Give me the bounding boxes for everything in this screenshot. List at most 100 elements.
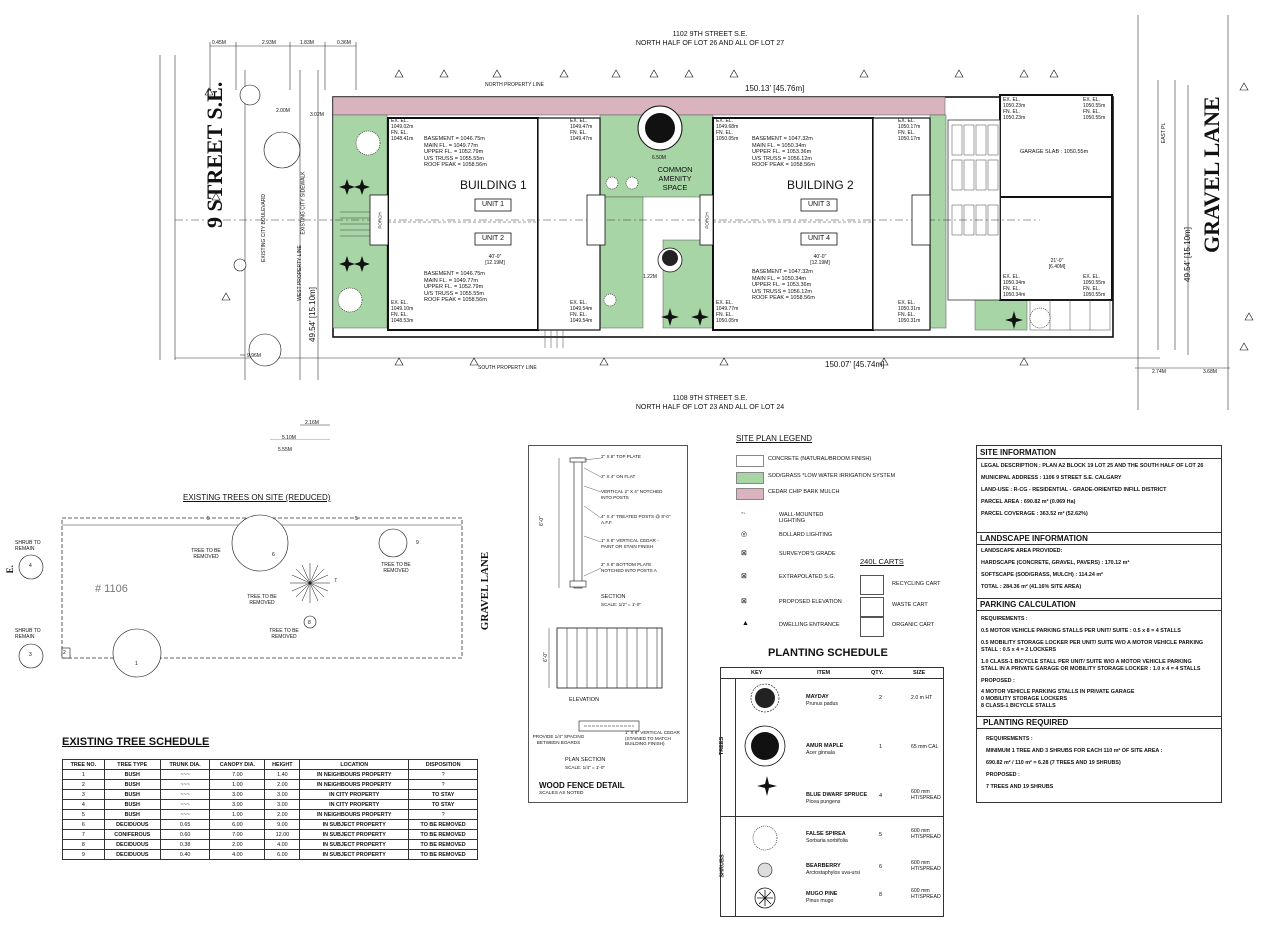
- dim-b2: 5.10M: [282, 435, 296, 441]
- cell: 4.00: [264, 839, 301, 850]
- tree-removed-9: TREE TO BE REMOVED: [381, 562, 411, 574]
- surveyor-grade-icon: ⊠: [741, 550, 747, 557]
- parking-l2b: STALL : 0.5 x 4 = 2 LOCKERS: [981, 647, 1057, 653]
- site-land-use: LAND-USE : R-CG - RESIDENTIAL - GRADE-OR…: [981, 487, 1167, 493]
- dim-left-bot: 9.96M: [247, 353, 261, 359]
- unit3-label: UNIT 3: [807, 201, 831, 208]
- site-coverage: PARCEL COVERAGE : 363.52 m² (52.62%): [981, 511, 1088, 517]
- cell: ~~~: [159, 789, 211, 800]
- plant-size-4: 600 mm HT/SPREAD: [911, 828, 941, 840]
- divider: [977, 598, 1221, 599]
- cell: DECIDUOUS: [103, 819, 161, 830]
- plant-latin-5: Arctostaphylos uva-ursi: [806, 870, 860, 876]
- plant-qty-5: 6: [879, 864, 883, 870]
- waste-cart-icon: [860, 597, 884, 617]
- parking-l2a: 0.5 MOBILITY STORAGE LOCKER PER UNIT/ SU…: [981, 640, 1204, 646]
- planting-title: PLANTING SCHEDULE: [768, 647, 888, 659]
- plant-size-3: 600 mm HT/SPREAD: [911, 789, 941, 801]
- plant-name-6: MUGO PINE: [806, 891, 838, 897]
- cell: 2.00: [264, 809, 301, 820]
- divider: [977, 728, 1221, 729]
- plant-name-5: BEARBERRY: [806, 863, 841, 869]
- proposed-elevation-icon: ⊠: [741, 598, 747, 605]
- tree-removed-8: TREE TO BE REMOVED: [269, 628, 299, 640]
- amenity-label: COMMON AMENITY SPACE: [657, 165, 693, 192]
- cell: 2.00: [264, 779, 301, 790]
- cell: 6.00: [209, 819, 266, 830]
- extrapolated-sg-icon: ⊠: [741, 573, 747, 580]
- tree-num-6: 6: [272, 552, 275, 558]
- plant-qty-1: 2: [879, 695, 883, 701]
- amenity-dim: 6.50M: [652, 155, 666, 161]
- cell: ~~~: [159, 799, 211, 810]
- tree-removed-6: TREE TO BE REMOVED: [191, 548, 221, 560]
- cell: CONIFEROUS: [103, 829, 161, 840]
- cell: 4.00: [209, 849, 266, 860]
- cell: IN NEIGHBOURS PROPERTY: [299, 809, 410, 820]
- cell: TO BE REMOVED: [408, 819, 478, 830]
- cell: ~~~: [159, 769, 211, 780]
- cell: BUSH: [103, 779, 161, 790]
- cell: 9: [62, 849, 105, 860]
- bollard-icon: ◎: [741, 531, 748, 538]
- parking-title: PARKING CALCULATION: [980, 600, 1076, 609]
- fence-title: WOOD FENCE DETAIL: [539, 781, 625, 790]
- fence-note-1: 2" X 6" TOP PLATE: [601, 454, 641, 459]
- cell: 0.40: [159, 849, 211, 860]
- unit1-label: UNIT 1: [481, 201, 505, 208]
- cell: BUSH: [103, 809, 161, 820]
- tree-num-8: 8: [308, 620, 311, 626]
- divider: [977, 532, 1221, 533]
- cell: 12.00: [264, 829, 301, 840]
- legend-sod: SOD/GRASS *LOW WATER IRRIGATION SYSTEM: [768, 473, 896, 479]
- existing-trees-plan: [18, 514, 463, 678]
- cart-organic: ORGANIC CART: [892, 622, 935, 628]
- cell: DECIDUOUS: [103, 839, 161, 850]
- top-dim-3: 1.83M: [300, 40, 314, 46]
- garage-slab: GARAGE SLAB : 1050.55m: [1020, 149, 1089, 155]
- tree-schedule-title: EXISTING TREE SCHEDULE: [62, 736, 210, 748]
- fence-detail-panel: 2" X 6" TOP PLATE 2" X 4" ON FLAT VERTIC…: [528, 445, 688, 803]
- site-info-panel: SITE INFORMATION LEGAL DESCRIPTION : PLA…: [976, 445, 1222, 803]
- plant-size-1: 2.0 m HT: [911, 695, 933, 701]
- cart-recycling: RECYCLING CART: [892, 581, 941, 587]
- cell: 7.00: [209, 829, 266, 840]
- legend-bollard: BOLLARD LIGHTING: [779, 532, 833, 538]
- cell: IN NEIGHBOURS PROPERTY: [299, 779, 410, 790]
- dim-d2: 2.00M: [276, 108, 290, 114]
- cell: IN CITY PROPERTY: [299, 789, 410, 800]
- south-dim: 150.07' [45.74m]: [825, 360, 885, 369]
- legend-concrete: CONCRETE (NATURAL/BROOM FINISH): [768, 456, 872, 462]
- planting-req-l2: 690.82 m² / 110 m² = 6.28 (7 TREES AND 1…: [986, 760, 1121, 766]
- cell: ?: [408, 809, 478, 820]
- street-right-label: GRAVEL LANE: [1199, 96, 1224, 253]
- sidewalk-label: EXISTING CITY SIDEWALK: [300, 171, 307, 235]
- planting-group-rule: [721, 816, 943, 817]
- cell: TO STAY: [408, 789, 478, 800]
- plant-name-3: BLUE DWARF SPRUCE: [806, 792, 868, 798]
- th-disposition: DISPOSITION: [408, 759, 478, 770]
- landscape-soft: SOFTSCAPE (SOD/GRASS, MULCH) : 114.24 m²: [981, 572, 1103, 578]
- shrub-remain-2: SHRUB TO REMAIN: [15, 628, 41, 640]
- site-area: PARCEL AREA : 690.82 m² (0.069 Ha): [981, 499, 1076, 505]
- fence-subtitle: SCALES AS NOTED: [539, 791, 584, 796]
- cell: TO BE REMOVED: [408, 839, 478, 850]
- tree-num-5a: 5: [207, 516, 210, 522]
- top-dim-2: 2.93M: [262, 40, 276, 46]
- cell: TO BE REMOVED: [408, 849, 478, 860]
- east-pl-label: EAST PL: [1161, 122, 1168, 144]
- cell: TO BE REMOVED: [408, 829, 478, 840]
- plant-latin-3: Picea pungens: [806, 799, 841, 805]
- divider: [977, 458, 1221, 459]
- existing-lane-label: GRAVEL LANE: [479, 551, 491, 631]
- cell: ?: [408, 779, 478, 790]
